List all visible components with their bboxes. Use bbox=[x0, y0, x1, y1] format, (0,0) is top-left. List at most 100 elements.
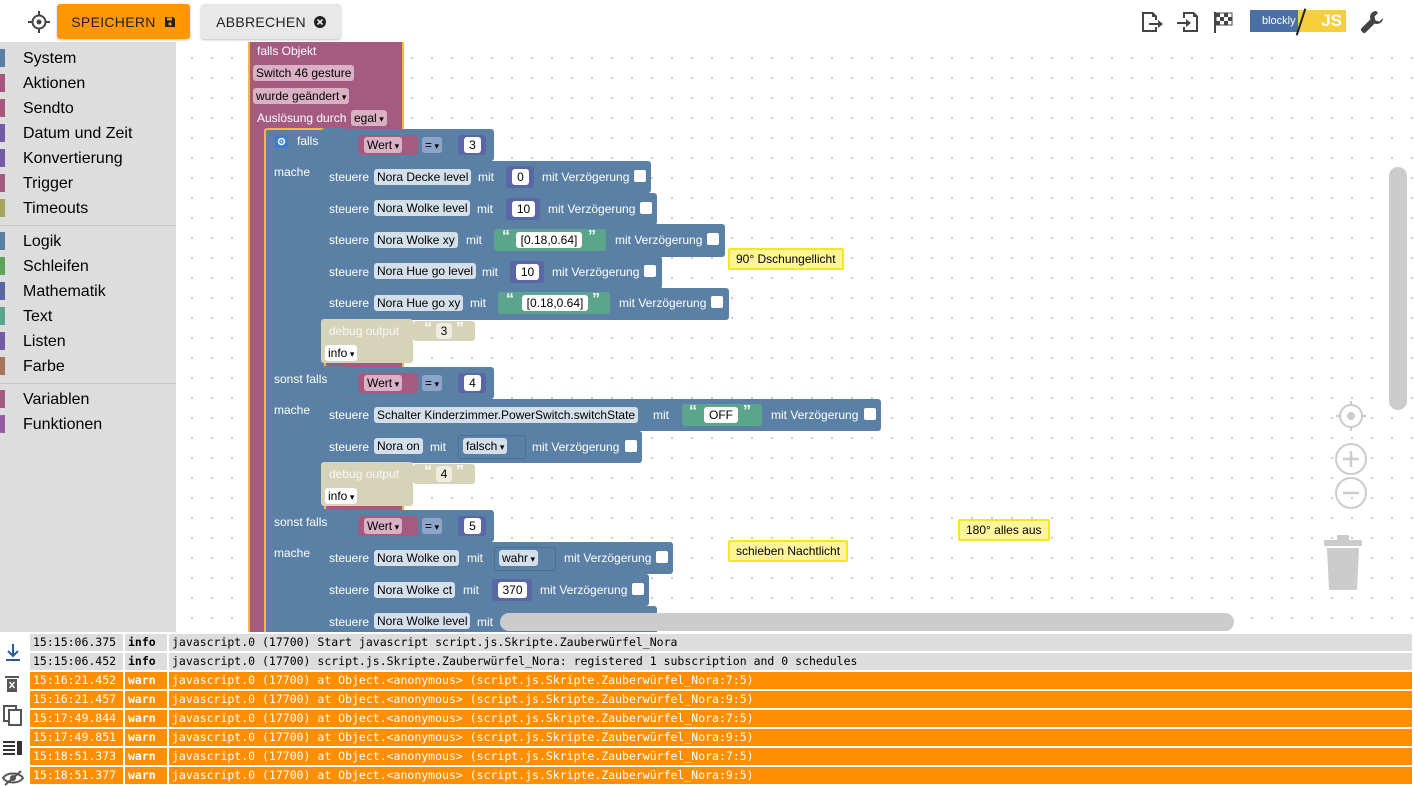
control-value-2[interactable]: 10 bbox=[512, 201, 535, 217]
control-value-9[interactable]: 370 bbox=[498, 582, 527, 598]
toolbox-category-0-2[interactable]: Sendto bbox=[0, 97, 176, 119]
variable-dropdown-3[interactable]: Wert bbox=[364, 518, 403, 534]
scroll-down-icon[interactable] bbox=[4, 642, 22, 662]
trigger-object-field[interactable]: Switch 46 gesture bbox=[253, 65, 355, 81]
copy-icon[interactable] bbox=[3, 705, 23, 727]
toolbox-category-1-4[interactable]: Listen bbox=[0, 330, 176, 352]
zoom-out-icon[interactable] bbox=[1334, 476, 1368, 510]
horizontal-scrollbar[interactable] bbox=[500, 613, 1234, 631]
wrench-icon[interactable] bbox=[1359, 9, 1385, 35]
gear-icon[interactable] bbox=[275, 135, 288, 148]
delay-checkbox-9[interactable] bbox=[632, 583, 644, 595]
comment-2[interactable]: 180° alles aus bbox=[958, 519, 1050, 541]
toolbox-category-0-6[interactable]: Timeouts bbox=[0, 197, 176, 219]
trigger-changed-dropdown[interactable]: wurde geändert bbox=[253, 88, 350, 104]
delay-checkbox-6[interactable] bbox=[864, 408, 876, 420]
target-icon[interactable] bbox=[28, 11, 50, 33]
control-target-1[interactable]: Nora Decke level bbox=[374, 169, 472, 185]
list-icon[interactable] bbox=[3, 740, 23, 756]
save-button[interactable]: SPEICHERN bbox=[57, 4, 190, 39]
toolbox-category-1-3[interactable]: Text bbox=[0, 305, 176, 327]
comment-1[interactable]: 90° Dschungellicht bbox=[728, 248, 844, 270]
delay-checkbox-1[interactable] bbox=[634, 170, 646, 182]
import-icon[interactable] bbox=[1175, 9, 1201, 35]
control-target-10[interactable]: Nora Wolke level bbox=[374, 613, 471, 629]
control-target-7[interactable]: Nora on bbox=[374, 438, 423, 454]
toolbox-category-0-5[interactable]: Trigger bbox=[0, 172, 176, 194]
operator-dropdown-1[interactable]: = bbox=[422, 137, 443, 153]
control-value-5[interactable]: [0.18,0.64] bbox=[522, 295, 588, 311]
flag-icon[interactable] bbox=[1211, 9, 1237, 35]
control-value-1[interactable]: 0 bbox=[512, 169, 529, 185]
delay-checkbox-4[interactable] bbox=[644, 265, 656, 277]
control-value-4[interactable]: 10 bbox=[516, 264, 539, 280]
control-value-7[interactable]: falsch bbox=[463, 438, 508, 454]
blockly-js-toggle[interactable]: blockly JS bbox=[1250, 8, 1346, 36]
toolbox-category-0-3[interactable]: Datum und Zeit bbox=[0, 122, 176, 144]
number-value-3[interactable]: 5 bbox=[464, 518, 481, 534]
toolbox-category-1-2[interactable]: Mathematik bbox=[0, 280, 176, 302]
toolbox-category-2-1[interactable]: Funktionen bbox=[0, 413, 176, 435]
operator-dropdown-2[interactable]: = bbox=[422, 375, 443, 391]
control-value-3[interactable]: [0.18,0.64] bbox=[516, 232, 582, 248]
save-icon bbox=[164, 16, 175, 27]
debug-value-1[interactable]: 3 bbox=[436, 323, 452, 339]
variable-dropdown-2[interactable]: Wert bbox=[364, 375, 403, 391]
control-label: steuere bbox=[329, 202, 370, 216]
trigger-cause-dropdown[interactable]: egal bbox=[351, 110, 387, 126]
hide-icon[interactable] bbox=[2, 770, 24, 786]
zoom-in-icon[interactable] bbox=[1334, 442, 1368, 476]
control-target-5[interactable]: Nora Hue go xy bbox=[374, 295, 464, 311]
vertical-scrollbar[interactable] bbox=[1389, 167, 1407, 410]
control-target-9[interactable]: Nora Wolke ct bbox=[374, 582, 456, 598]
toolbox-category-0-4[interactable]: Konvertierung bbox=[0, 147, 176, 169]
delay-checkbox-7[interactable] bbox=[625, 440, 637, 452]
log-severity: warn bbox=[125, 767, 167, 784]
control-value-8[interactable]: wahr bbox=[499, 550, 539, 566]
debug-value-2[interactable]: 4 bbox=[436, 466, 452, 482]
toolbox-category-0-0[interactable]: System bbox=[0, 47, 176, 69]
close-quote: ” bbox=[743, 403, 751, 420]
category-label: Timeouts bbox=[23, 200, 89, 217]
number-value-1[interactable]: 3 bbox=[464, 137, 481, 153]
control-target-6[interactable]: Schalter Kinderzimmer.PowerSwitch.switch… bbox=[374, 407, 639, 423]
control-target-3[interactable]: Nora Wolke xy bbox=[374, 232, 458, 248]
toolbox-category-2-0[interactable]: Variablen bbox=[0, 388, 176, 410]
delay-checkbox-5[interactable] bbox=[711, 296, 723, 308]
debug-level-dropdown-1[interactable]: info bbox=[325, 345, 358, 361]
variable-dropdown-1[interactable]: Wert bbox=[364, 137, 403, 153]
trash-icon[interactable] bbox=[1322, 532, 1364, 592]
operator-dropdown-3[interactable]: = bbox=[422, 518, 443, 534]
control-target-2[interactable]: Nora Wolke level bbox=[374, 200, 471, 216]
comment-3[interactable]: schieben Nachtlicht bbox=[728, 540, 849, 562]
recenter-icon[interactable] bbox=[1336, 401, 1366, 431]
control-value-6[interactable]: OFF bbox=[704, 407, 738, 423]
cancel-button[interactable]: ABBRECHEN bbox=[201, 4, 341, 39]
clear-icon[interactable] bbox=[4, 674, 20, 694]
blockly-workspace[interactable]: falls Objekt Switch 46 gesture wurde geä… bbox=[176, 42, 1414, 632]
control-target-4[interactable]: Nora Hue go level bbox=[374, 263, 477, 279]
delay-checkbox-3[interactable] bbox=[707, 233, 719, 245]
toolbox-category-1-0[interactable]: Logik bbox=[0, 230, 176, 252]
if-block[interactable] bbox=[264, 128, 326, 632]
number-value-2[interactable]: 4 bbox=[464, 375, 481, 391]
export-icon[interactable] bbox=[1139, 9, 1165, 35]
delay-checkbox-2[interactable] bbox=[640, 202, 652, 214]
toolbox-category-1-1[interactable]: Schleifen bbox=[0, 255, 176, 277]
category-label: Listen bbox=[23, 333, 66, 350]
debug-level-dropdown-2[interactable]: info bbox=[325, 488, 358, 504]
toolbox-category-1-5[interactable]: Farbe bbox=[0, 355, 176, 377]
toolbox-category-0-1[interactable]: Aktionen bbox=[0, 72, 176, 94]
open-quote: “ bbox=[506, 291, 514, 308]
close-icon bbox=[313, 15, 326, 28]
delay-checkbox-8[interactable] bbox=[656, 551, 668, 563]
control-target-8[interactable]: Nora Wolke on bbox=[374, 550, 460, 566]
